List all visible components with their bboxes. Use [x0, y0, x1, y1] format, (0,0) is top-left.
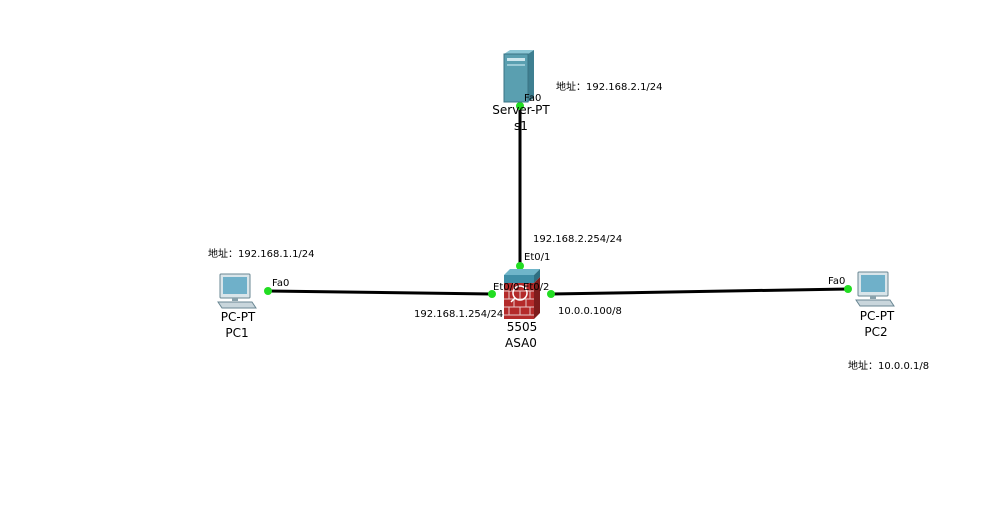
port-led-asa-et01	[516, 262, 524, 270]
server-icon[interactable]	[500, 50, 536, 104]
asa-et02-label: Et0/2	[523, 282, 550, 293]
asa-outside-ip-note: 10.0.0.100/8	[558, 306, 622, 317]
pc1-model-label: PC-PT	[220, 310, 256, 324]
port-led-server-fa0	[516, 102, 524, 110]
asa-model-label: 5505	[506, 320, 538, 334]
asa-et01-label: Et0/1	[524, 252, 551, 263]
link-pc1-asa[interactable]	[267, 289, 493, 296]
pc-icon[interactable]	[216, 272, 258, 310]
port-led-pc1-fa0	[264, 287, 272, 295]
asa-et00-label: Et0/0	[493, 282, 520, 293]
pc2-address-note: 地址：10.0.0.1/8	[848, 361, 930, 372]
asa-name-label: ASA0	[505, 336, 537, 350]
port-led-asa-et02	[547, 290, 555, 298]
pc1-address-note: 地址：192.168.1.1/24	[208, 249, 315, 260]
firewall-icon[interactable]	[502, 267, 540, 321]
server-model-label: Server-PT	[492, 103, 550, 117]
asa-inside1-ip-note: 192.168.2.254/24	[533, 234, 623, 245]
port-led-asa-et00	[488, 290, 496, 298]
pc-icon[interactable]	[854, 270, 896, 308]
pc2-model-label: PC-PT	[859, 309, 895, 323]
server-name-label: s1	[514, 119, 528, 133]
port-led-pc2-fa0	[844, 285, 852, 293]
server-port-label: Fa0	[524, 93, 542, 104]
pc1-port-label: Fa0	[272, 278, 290, 289]
pc2-port-label: Fa0	[828, 276, 846, 287]
pc2-name-label: PC2	[864, 325, 888, 339]
pc1-name-label: PC1	[225, 326, 249, 340]
server-address-note: 地址：192.168.2.1/24	[556, 82, 663, 93]
link-asa-pc2[interactable]	[550, 287, 849, 296]
asa-inside0-ip-note: 192.168.1.254/24	[414, 309, 504, 320]
